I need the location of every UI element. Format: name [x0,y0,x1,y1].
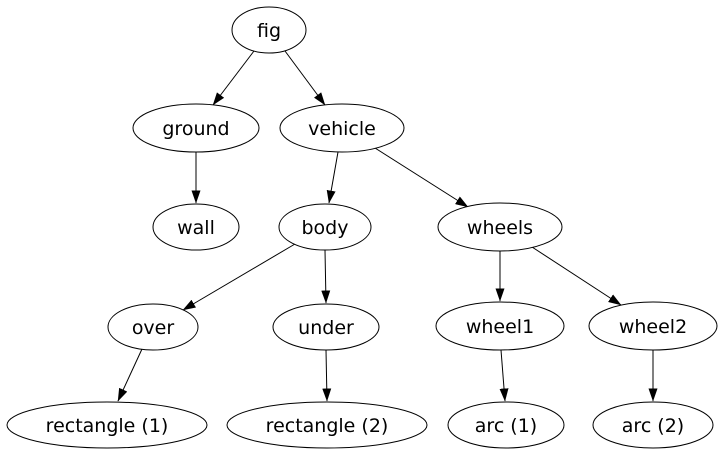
node-wheels: wheels [437,202,563,252]
node-rectangle1: rectangle (1) [6,401,208,449]
edge-body-over [182,243,296,311]
node-vehicle-label: vehicle [308,118,376,140]
node-body: body [278,203,372,251]
node-vehicle: vehicle [279,103,405,153]
node-fig-shape [231,6,307,54]
node-over-shape [107,303,199,351]
node-rectangle2-shape [226,401,428,449]
node-ground: ground [132,103,260,153]
node-arc1-label: arc (1) [475,415,537,437]
node-wheel2-label: wheel2 [619,316,687,338]
node-rectangle2: rectangle (2) [226,401,428,449]
node-under-shape [272,303,380,351]
node-wall-shape [152,203,240,251]
node-wheel2: wheel2 [588,301,718,351]
edge-under-rectangle2 [322,349,332,402]
edge-body-under [321,249,331,304]
node-rectangle1-label: rectangle (1) [46,415,169,437]
node-vehicle-shape [279,103,405,153]
node-under-label: under [298,317,354,339]
edge-vehicle-body [326,151,339,204]
node-arc2-label: arc (2) [622,415,684,437]
node-arc2: arc (2) [592,401,714,449]
node-arc2-shape [592,401,714,449]
node-wheel1-shape [435,301,565,351]
node-wheel1-label: wheel1 [466,316,534,338]
node-wall: wall [152,203,240,251]
node-ground-shape [132,103,260,153]
edge-over-rectangle1 [117,348,143,402]
node-over-label: over [132,317,175,339]
node-wheel2-shape [588,301,718,351]
node-body-shape [278,203,372,251]
edge-wheels-wheel2 [531,246,622,306]
edges-layer [117,50,658,402]
node-wheels-shape [437,202,563,252]
nodes-layer: fig ground vehicle wall body wheels [6,6,718,449]
node-over: over [107,303,199,351]
node-rectangle1-shape [6,401,208,449]
node-wall-label: wall [177,217,215,239]
edge-wheel1-arc1 [499,349,509,402]
edge-fig-vehicle [284,50,326,106]
node-fig: fig [231,6,307,54]
node-rectangle2-label: rectangle (2) [266,415,389,437]
node-under: under [272,303,380,351]
node-wheel1: wheel1 [435,301,565,351]
node-fig-label: fig [257,20,281,42]
node-wheels-label: wheels [467,217,533,239]
node-arc1: arc (1) [447,401,565,449]
edge-fig-ground [212,50,255,106]
node-body-label: body [302,217,349,239]
node-ground-label: ground [162,118,229,140]
edge-vehicle-wheels [374,147,469,208]
node-arc1-shape [447,401,565,449]
